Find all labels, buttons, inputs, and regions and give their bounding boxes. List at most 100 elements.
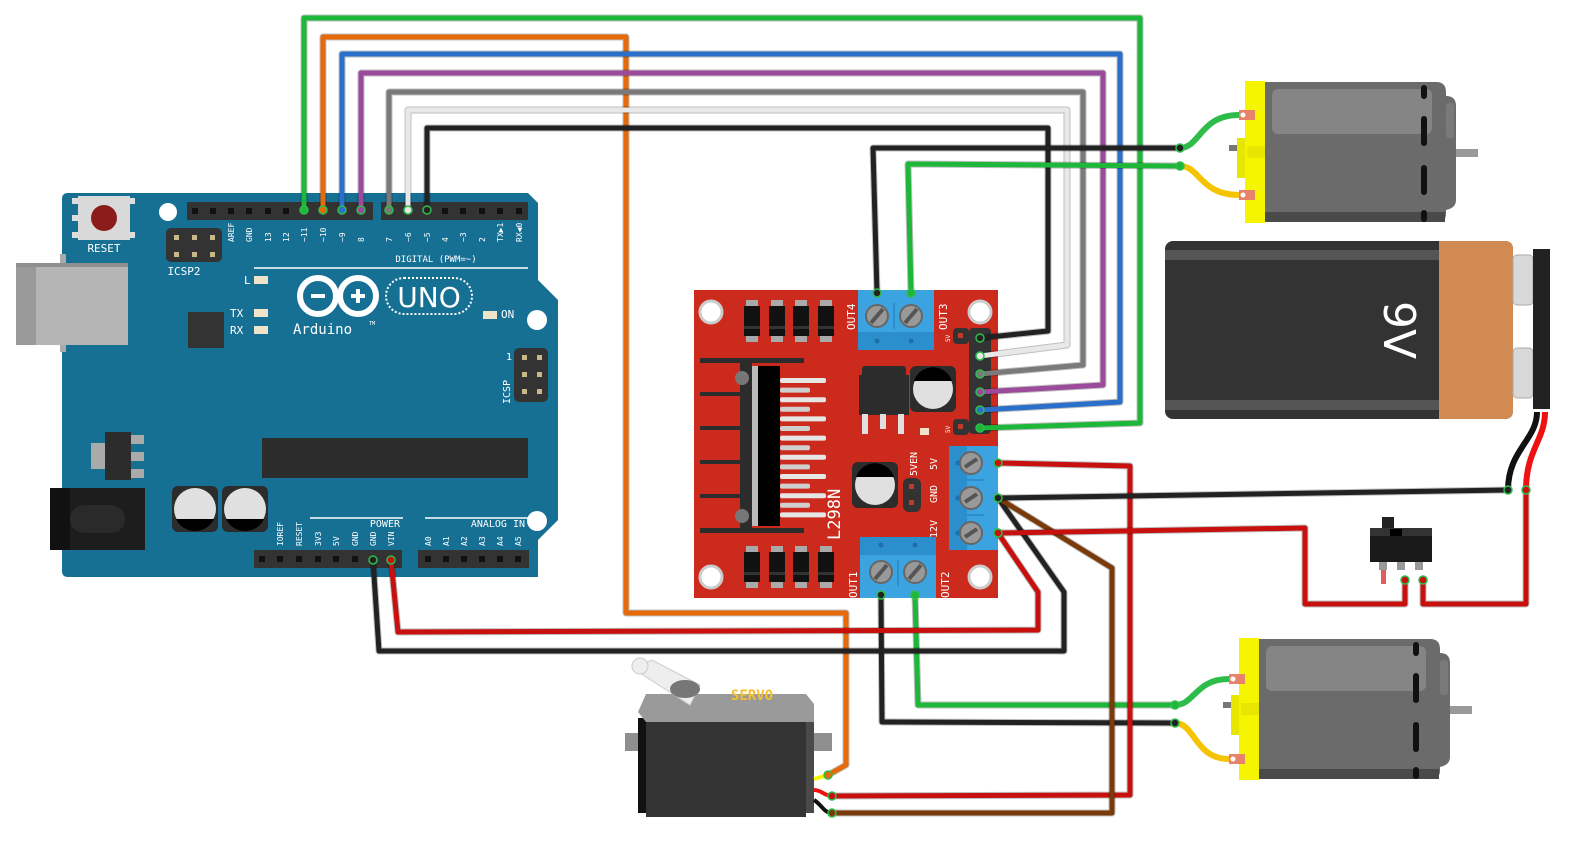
icsp-header xyxy=(514,348,548,402)
wire-purple-pin8-to-in3[interactable] xyxy=(358,70,1106,395)
diode xyxy=(820,546,832,552)
5ven-jumper[interactable] xyxy=(903,478,921,512)
wire-endpoint[interactable] xyxy=(827,791,837,801)
wire-endpoint[interactable] xyxy=(872,288,882,298)
wire-black-gnd-to-battery[interactable] xyxy=(997,487,1509,501)
wire-endpoint[interactable] xyxy=(299,205,309,215)
wire-endpoint[interactable] xyxy=(827,808,837,818)
wire-black-gnd-to-gnd[interactable] xyxy=(370,496,1067,654)
out2-label: OUT2 xyxy=(939,572,952,599)
power-pin-label: VIN xyxy=(387,531,396,546)
wire-endpoint[interactable] xyxy=(993,493,1003,503)
wire-endpoint[interactable] xyxy=(386,555,396,565)
wire-black-pin5-to-ena[interactable] xyxy=(424,125,1051,341)
wire-red-12v-to-switch[interactable] xyxy=(997,525,1408,607)
dc-motor-top xyxy=(1179,81,1478,223)
wire-endpoint[interactable] xyxy=(823,770,833,780)
reset-button[interactable] xyxy=(72,196,135,240)
wire-endpoint[interactable] xyxy=(993,528,1003,538)
wire-endpoint[interactable] xyxy=(1170,718,1180,728)
wire-endpoint[interactable] xyxy=(993,458,1003,468)
wire-endpoint[interactable] xyxy=(422,205,432,215)
header-pin[interactable] xyxy=(460,208,466,214)
wire-green-out3-to-motor-top[interactable] xyxy=(905,161,1181,294)
header-pin[interactable] xyxy=(315,556,321,562)
mounting-hole xyxy=(698,564,724,590)
header-pin[interactable] xyxy=(277,556,283,562)
wire-endpoint[interactable] xyxy=(975,387,985,397)
wire-endpoint[interactable] xyxy=(975,333,985,343)
wire-blue-pin9-to-in4[interactable] xyxy=(339,51,1123,413)
digital-pin-label: ~5 xyxy=(423,232,432,242)
header-pin[interactable] xyxy=(228,208,234,214)
header-pin[interactable] xyxy=(333,556,339,562)
header-pin[interactable] xyxy=(515,556,521,562)
digital-pin-label: ~9 xyxy=(338,232,347,242)
arduino-logo-icon xyxy=(297,275,379,317)
wire-endpoint[interactable] xyxy=(403,205,413,215)
header-pin[interactable] xyxy=(479,556,485,562)
wire-endpoint[interactable] xyxy=(910,590,920,600)
diode xyxy=(771,546,783,552)
wire-endpoint[interactable] xyxy=(1400,575,1410,585)
pwr-5v-label: 5V xyxy=(929,458,940,470)
wire-endpoint[interactable] xyxy=(975,405,985,415)
header-pin[interactable] xyxy=(425,556,431,562)
wire-endpoint[interactable] xyxy=(1418,575,1428,585)
voltage-regulator xyxy=(859,366,909,434)
header-pin[interactable] xyxy=(265,208,271,214)
power-pin-label: IOREF xyxy=(276,522,285,546)
chip-leg xyxy=(780,378,826,383)
wire-endpoint[interactable] xyxy=(1170,700,1180,710)
wire-endpoint[interactable] xyxy=(1175,143,1185,153)
digital-header xyxy=(187,202,528,220)
digital-pin-label: 2 xyxy=(478,237,487,242)
wire-endpoint[interactable] xyxy=(975,423,985,433)
header-pin[interactable] xyxy=(296,556,302,562)
wire-endpoint[interactable] xyxy=(1503,485,1513,495)
wire-endpoint[interactable] xyxy=(384,205,394,215)
battery-snap xyxy=(1533,249,1550,409)
analog-header xyxy=(418,550,529,568)
header-pin[interactable] xyxy=(497,208,503,214)
header-pin[interactable] xyxy=(516,208,522,214)
slide-switch[interactable] xyxy=(1370,517,1432,584)
wire-green-pin11-to-enb[interactable] xyxy=(301,15,1143,431)
icsp2-label: ICSP2 xyxy=(167,265,200,278)
power-pin-label: GND xyxy=(351,531,360,546)
wire-endpoint[interactable] xyxy=(337,205,347,215)
header-pin[interactable] xyxy=(497,556,503,562)
wire-red-5v-to-servo[interactable] xyxy=(831,460,1133,799)
wire-endpoint[interactable] xyxy=(876,590,886,600)
wire-orange-pin10-to-servo-signal[interactable] xyxy=(320,34,849,778)
header-pin[interactable] xyxy=(479,208,485,214)
wire-endpoint[interactable] xyxy=(975,351,985,361)
header-pin[interactable] xyxy=(352,556,358,562)
wire-endpoint[interactable] xyxy=(906,288,916,298)
header-pin[interactable] xyxy=(210,208,216,214)
wire-endpoint[interactable] xyxy=(1521,485,1531,495)
wire-black-out4-to-motor-top[interactable] xyxy=(870,145,1180,294)
wire-endpoint[interactable] xyxy=(368,555,378,565)
wire-endpoint[interactable] xyxy=(975,369,985,379)
header-pin[interactable] xyxy=(246,208,252,214)
wire-red-switch-to-battery[interactable] xyxy=(1420,490,1529,607)
header-pin[interactable] xyxy=(259,556,265,562)
diode xyxy=(746,546,758,552)
header-pin[interactable] xyxy=(442,208,448,214)
chip-leg xyxy=(780,445,810,451)
header-pin[interactable] xyxy=(283,208,289,214)
header-pin[interactable] xyxy=(461,556,467,562)
wire-endpoint[interactable] xyxy=(1175,161,1185,171)
pwr-gnd-label: GND xyxy=(929,485,940,503)
header-pin[interactable] xyxy=(192,208,198,214)
chip-leg xyxy=(780,493,826,499)
wire-endpoint[interactable] xyxy=(318,205,328,215)
power-pin-label: GND xyxy=(369,531,378,546)
wire-endpoint[interactable] xyxy=(356,205,366,215)
header-pin[interactable] xyxy=(443,556,449,562)
wire-red-vin-to-12v[interactable] xyxy=(388,531,1041,635)
wire-white-pin6-to-in1[interactable] xyxy=(405,107,1070,359)
wire-gray-pin7-to-in2[interactable] xyxy=(386,89,1086,377)
wire-black-out1-to-motor-bottom[interactable] xyxy=(878,594,1176,726)
